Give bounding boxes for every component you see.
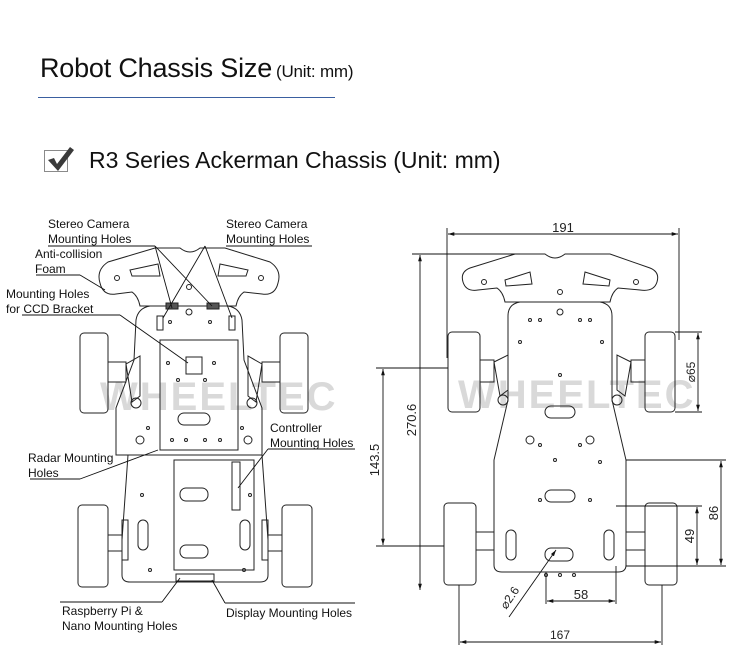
rear-left-wheel xyxy=(77,504,109,588)
dim-wheel-diameter: ⌀65 xyxy=(684,361,698,382)
label-ccd-bracket-1: Mounting Holes xyxy=(6,287,89,301)
section-title: R3 Series Ackerman Chassis (Unit: mm) xyxy=(89,147,501,173)
checkmark-icon xyxy=(48,147,74,171)
label-stereo-camera-left-1: Stereo Camera xyxy=(48,217,130,231)
label-stereo-camera-right-2: Mounting Holes xyxy=(226,232,309,246)
label-controller-2: Mounting Holes xyxy=(270,436,353,450)
checkbox-checked-icon xyxy=(44,147,74,172)
label-ccd-bracket-2: for CCD Bracket xyxy=(6,302,94,316)
page-title: Robot Chassis Size(Unit: mm) xyxy=(40,53,354,84)
dim-rear-track: 167 xyxy=(550,628,570,642)
dimension-lines xyxy=(376,228,726,645)
rear-right-wheel xyxy=(281,504,313,588)
dim-hole-diameter: ⌀2.6 xyxy=(497,584,522,612)
dim-overall-width: 191 xyxy=(552,220,574,235)
label-stereo-camera-right-1: Stereo Camera xyxy=(226,217,308,231)
label-display: Display Mounting Holes xyxy=(226,606,352,620)
label-radar-2: Holes xyxy=(28,466,59,480)
callout-labels: Stereo Camera Mounting Holes Stereo Came… xyxy=(6,217,353,633)
page-title-text: Robot Chassis Size xyxy=(40,53,273,83)
front-bumper xyxy=(98,247,280,307)
dim-rear-mount-height: 86 xyxy=(706,506,721,520)
page-title-unit: (Unit: mm) xyxy=(276,62,354,81)
dim-hole-spacing: 58 xyxy=(574,587,588,602)
label-radar-1: Radar Mounting xyxy=(28,451,113,465)
label-raspberry-pi-1: Raspberry Pi & xyxy=(62,604,143,618)
watermark-left: WHEELTEC xyxy=(100,375,337,419)
lower-plate xyxy=(121,454,269,583)
right-chassis-drawing: WHEELTEC xyxy=(443,253,693,586)
label-anti-collision-1: Anti-collision xyxy=(35,247,102,261)
dim-rear-axle-height: 49 xyxy=(682,529,697,543)
label-raspberry-pi-2: Nano Mounting Holes xyxy=(62,619,177,633)
title-underline xyxy=(38,97,335,98)
left-chassis-drawing: WHEELTEC xyxy=(77,247,337,588)
dim-overall-length: 270.6 xyxy=(404,404,419,437)
label-anti-collision-2: Foam xyxy=(35,262,66,276)
dim-axle-distance: 143.5 xyxy=(367,444,382,477)
label-controller-1: Controller xyxy=(270,421,322,435)
label-stereo-camera-left-2: Mounting Holes xyxy=(48,232,131,246)
callout-leaders xyxy=(22,245,355,604)
